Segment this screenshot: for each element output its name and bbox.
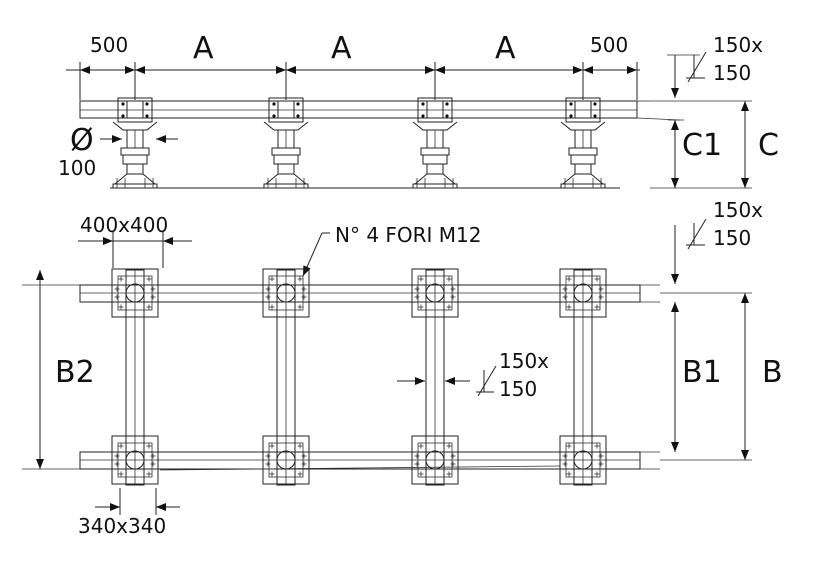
- width-b2-label: B2: [55, 355, 95, 390]
- plan-column-4: [559, 268, 607, 486]
- plate-4-1: [559, 268, 607, 318]
- holes-note-leader: [302, 232, 330, 277]
- section-note-mid: [397, 365, 497, 397]
- plate-1-2: [111, 435, 159, 485]
- elevation-post-3: [412, 97, 458, 189]
- plan-column-1: [111, 268, 159, 486]
- plate-size-label: 400x400: [80, 213, 168, 237]
- elevation-post-2: [263, 97, 309, 189]
- elevation-dimension-line: [66, 62, 640, 100]
- plate-size-dimension: [78, 232, 192, 268]
- height-c-label: C: [758, 128, 779, 163]
- plan-column-3: [411, 268, 459, 486]
- plan-nodes: [111, 268, 607, 486]
- holes-note: N° 4 FORI M12: [335, 223, 482, 247]
- elevation-posts: [112, 97, 606, 189]
- elevation-post-1: [112, 97, 158, 189]
- width-b2-dimension: [22, 270, 80, 470]
- dim-a-2: A: [331, 31, 352, 66]
- base-size-label: 340x340: [78, 514, 166, 538]
- diameter-value: 100: [58, 156, 96, 180]
- section-top-label-2: 150: [713, 61, 751, 85]
- plate-2-1: [262, 268, 310, 318]
- plan-view: 400x400 N° 4 FORI M12 B2: [22, 198, 783, 538]
- dim-left-500: 500: [90, 33, 128, 57]
- width-b-label: B: [762, 355, 783, 390]
- diameter-symbol: Ø: [70, 123, 94, 158]
- width-b-dimensions: [660, 292, 752, 461]
- width-b1-label: B1: [682, 355, 722, 390]
- elevation-beam: [79, 100, 681, 121]
- section-mid-label-1: 150x: [499, 349, 549, 373]
- plate-1-1: [111, 268, 159, 318]
- plate-3-1: [411, 268, 459, 318]
- section-note-right: [671, 218, 707, 284]
- section-right-label-2: 150: [713, 226, 751, 250]
- plate-3-2: [411, 435, 459, 485]
- elevation-view: 500 A A A 500 Ø 100 150x: [58, 31, 779, 189]
- section-right-label-1: 150x: [713, 198, 763, 222]
- plate-4-2: [559, 435, 607, 485]
- plan-column-2: [262, 268, 310, 486]
- base-size-dimension: [95, 488, 180, 515]
- height-c1-label: C1: [682, 128, 722, 163]
- section-top-label-1: 150x: [713, 33, 763, 57]
- elevation-post-4: [560, 97, 606, 189]
- section-note-top: [667, 51, 707, 98]
- plan-beams: [79, 284, 660, 471]
- dim-a-1: A: [193, 31, 214, 66]
- section-mid-label-2: 150: [499, 377, 537, 401]
- height-dimensions: [650, 100, 752, 189]
- plate-2-2: [262, 435, 310, 485]
- dim-a-3: A: [495, 31, 516, 66]
- dim-right-500: 500: [590, 33, 628, 57]
